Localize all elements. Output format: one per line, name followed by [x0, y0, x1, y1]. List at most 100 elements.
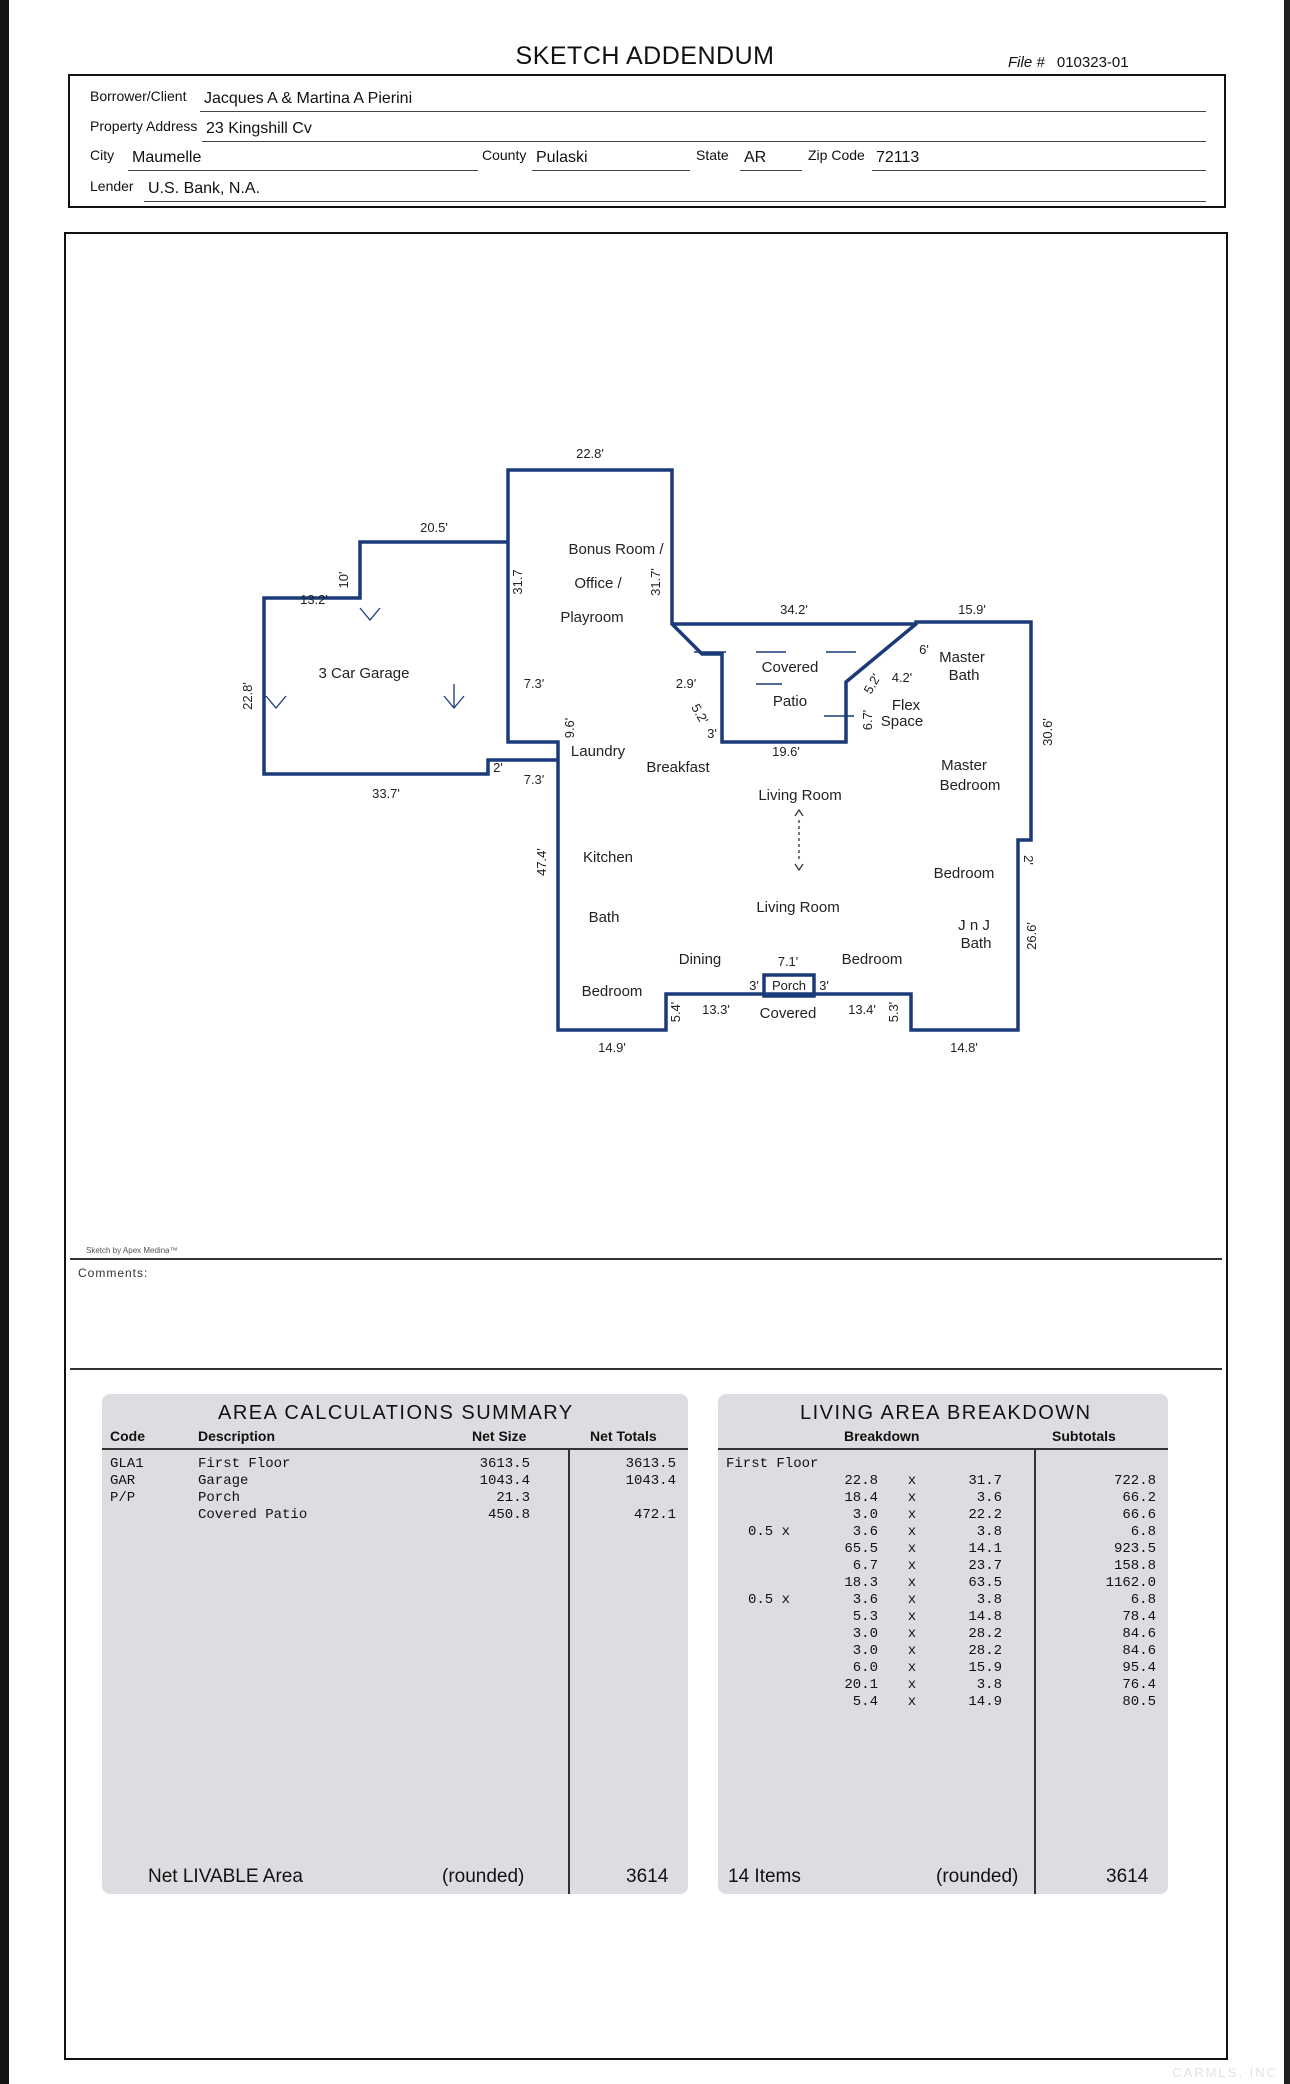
area-summary-title: AREA CALCULATIONS SUMMARY	[218, 1402, 574, 1424]
city-row: City Maumelle County Pulaski State AR Zi…	[90, 145, 1210, 171]
dim-5-4: 5.4'	[668, 1002, 683, 1023]
summary-net-size: 450.8	[487, 1507, 530, 1523]
room-flex-2: Space	[881, 713, 924, 730]
breakdown-dim-b: 28.2	[968, 1626, 1002, 1642]
dim-20-5: 20.5'	[420, 520, 448, 535]
document-title: SKETCH ADDENDUM	[515, 42, 775, 70]
divider	[70, 1368, 1222, 1370]
breakdown-subtotal: 6.8	[1130, 1592, 1156, 1608]
file-number-value: 010323-01	[1056, 54, 1129, 71]
dim-5-2b: 5.2'	[688, 701, 711, 726]
patio-marks	[694, 651, 856, 717]
breakdown-times: x	[907, 1558, 917, 1574]
breakdown-dim-b: 28.2	[968, 1643, 1002, 1659]
area-calculations-panel: AREA CALCULATIONS SUMMARY Code Descripti…	[102, 1394, 688, 1894]
dim-2a: 2'	[493, 760, 503, 775]
col-subtotals: Subtotals	[1052, 1428, 1116, 1444]
breakdown-times: x	[907, 1541, 917, 1557]
breakdown-dim-a: 3.0	[852, 1626, 878, 1642]
room-living-2: Living Room	[756, 899, 839, 916]
dim-22-8-left: 22.8'	[240, 682, 255, 710]
breakdown-subtotal: 76.4	[1122, 1677, 1156, 1693]
county-label: County	[482, 147, 527, 163]
dim-33-7: 33.7'	[372, 786, 400, 801]
state-label: State	[696, 147, 729, 163]
lender-row: Lender U.S. Bank, N.A.	[90, 176, 1210, 202]
garage-door-arrows	[265, 607, 465, 710]
summary-code: GAR	[110, 1473, 136, 1489]
room-bath: Bath	[589, 909, 620, 926]
breakdown-subtotal: 66.2	[1122, 1490, 1156, 1506]
room-patio-2: Patio	[773, 693, 807, 710]
dim-34-2: 34.2'	[780, 602, 808, 617]
breakdown-times: x	[907, 1507, 917, 1523]
breakdown-subtotal: 923.5	[1113, 1541, 1156, 1557]
breakdown-dim-b: 3.8	[976, 1677, 1002, 1693]
breakdown-dim-b: 3.6	[976, 1490, 1002, 1506]
breakdown-dim-b: 14.9	[968, 1694, 1002, 1710]
summary-net-total: 1043.4	[625, 1473, 676, 1489]
breakdown-dim-a: 3.6	[852, 1592, 878, 1608]
dim-13-2: 13.2'	[300, 592, 328, 607]
dim-26-6: 26.6'	[1024, 922, 1039, 950]
address-label: Property Address	[90, 118, 198, 134]
room-flex-1: Flex	[892, 697, 921, 714]
dim-10: 10'	[336, 572, 351, 589]
summary-net-size: 1043.4	[479, 1473, 530, 1489]
room-master-bath-2: Bath	[949, 667, 980, 684]
room-dining: Dining	[679, 951, 722, 968]
summary-description: Porch	[198, 1490, 241, 1506]
breakdown-subtotal: 1162.0	[1105, 1575, 1156, 1591]
dim-7-3b: 7.3'	[524, 772, 545, 787]
breakdown-dim-a: 6.0	[852, 1660, 878, 1676]
items-count: 14 Items	[728, 1866, 801, 1887]
breakdown-total: 3614	[1106, 1866, 1149, 1887]
breakdown-dim-a: 5.3	[852, 1609, 878, 1625]
breakdown-section: First Floor	[726, 1456, 819, 1472]
sketch-area: Bonus Room / Office / Playroom 3 Car Gar…	[64, 232, 1228, 2060]
summary-net-total: 3613.5	[625, 1456, 676, 1472]
garage-outline	[262, 540, 558, 776]
dim-14-8: 14.8'	[950, 1040, 978, 1055]
dim-7-1: 7.1'	[778, 954, 799, 969]
dim-3b: 3'	[749, 978, 759, 993]
breakdown-subtotal: 78.4	[1122, 1609, 1156, 1625]
room-garage: 3 Car Garage	[319, 665, 410, 682]
room-porch: Porch	[772, 978, 806, 993]
col-breakdown: Breakdown	[844, 1428, 920, 1444]
net-livable-rounded: (rounded)	[442, 1866, 525, 1887]
room-patio-1: Covered	[762, 659, 819, 676]
breakdown-times: x	[907, 1660, 917, 1676]
room-living-1: Living Room	[758, 787, 841, 804]
col-description: Description	[198, 1428, 276, 1444]
porch-outline	[762, 973, 816, 998]
dim-13-3: 13.3'	[702, 1002, 730, 1017]
summary-net-size: 3613.5	[479, 1456, 530, 1472]
dim-30-6: 30.6'	[1040, 718, 1055, 746]
lender-label: Lender	[90, 178, 134, 194]
county-value: Pulaski	[536, 149, 588, 166]
room-master-bed-1: Master	[941, 757, 987, 774]
breakdown-dim-b: 23.7	[968, 1558, 1002, 1574]
breakdown-times: x	[907, 1490, 917, 1506]
breakdown-dim-b: 22.2	[968, 1507, 1002, 1523]
room-bonus-2: Office /	[574, 575, 622, 592]
breakdown-times: x	[907, 1694, 917, 1710]
room-master-bath-1: Master	[939, 649, 985, 666]
summary-code: P/P	[110, 1490, 136, 1506]
dim-19-6: 19.6'	[772, 744, 800, 759]
left-edge-bar	[0, 0, 9, 2084]
breakdown-dim-a: 18.4	[844, 1490, 878, 1506]
breakdown-dim-a: 3.0	[852, 1643, 878, 1659]
dim-31-7a: 31.7	[510, 569, 525, 594]
floor-plan-sketch: Bonus Room / Office / Playroom 3 Car Gar…	[240, 446, 1055, 1055]
breakdown-subtotal: 80.5	[1122, 1694, 1156, 1710]
file-number: File # 010323-01	[1008, 54, 1129, 71]
house-outline	[506, 468, 1033, 1032]
summary-net-total: 472.1	[633, 1507, 676, 1523]
breakdown-title: LIVING AREA BREAKDOWN	[800, 1402, 1092, 1424]
dim-22-8-top: 22.8'	[576, 446, 604, 461]
file-number-label: File #	[1008, 54, 1045, 71]
room-laundry: Laundry	[571, 743, 626, 760]
dim-31-7b: 31.7'	[648, 568, 663, 596]
